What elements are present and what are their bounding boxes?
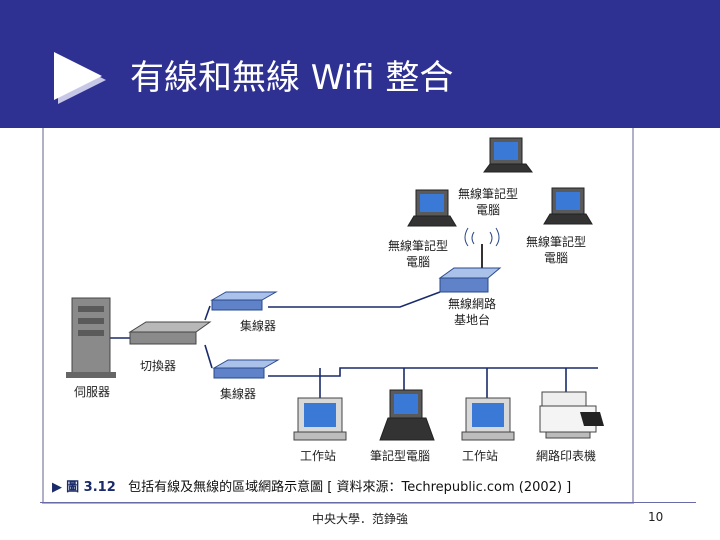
workstation-1-icon	[293, 397, 347, 441]
label-laptop-top: 無線筆記型 電腦	[458, 187, 519, 217]
server-icon	[66, 297, 116, 378]
label-switch: 切換器	[140, 359, 177, 373]
caption-marker-icon: ▶	[52, 480, 62, 495]
figure-caption: ▶ 圖 3.12 包括有線及無線的區域網路示意圖 [ 資料來源：Techrepu…	[52, 476, 571, 495]
label-laptop-right: 無線筆記型 電腦	[526, 235, 587, 265]
workstation-2-icon	[461, 397, 515, 441]
access-point-icon	[438, 227, 502, 293]
slide-header	[0, 0, 720, 128]
figure-frame	[42, 128, 634, 504]
label-hub-lower: 集線器	[220, 387, 257, 401]
laptop-left-icon	[407, 189, 457, 227]
laptop-right-icon	[543, 187, 593, 225]
label-access-point: 無線網路 基地台	[448, 297, 497, 327]
slide-title: 有線和無線 Wifi 整合	[130, 58, 454, 98]
figure-number: 圖 3.12	[66, 480, 116, 495]
page-number: 10	[648, 510, 664, 524]
hub-upper-ap-link	[268, 291, 441, 308]
laptop-top-icon	[483, 137, 533, 173]
switch-hub-lower-link	[204, 344, 213, 369]
hub-upper-icon	[210, 291, 278, 311]
label-notebook: 筆記型電腦	[370, 449, 431, 463]
switch-icon	[128, 321, 212, 345]
caption-text: 包括有線及無線的區域網路示意圖 [ 資料來源：Techrepublic.com …	[128, 480, 572, 495]
label-laptop-left: 無線筆記型 電腦	[388, 239, 449, 269]
title-arrow-icon	[54, 52, 106, 104]
label-workstation-1: 工作站	[300, 449, 337, 463]
label-hub-upper: 集線器	[240, 319, 277, 333]
label-workstation-2: 工作站	[462, 449, 499, 463]
notebook-icon	[379, 389, 435, 441]
footer-divider	[40, 502, 696, 503]
footer-author: 中央大學．范錚強	[311, 512, 408, 526]
printer-icon	[539, 391, 604, 439]
hub-lower-icon	[212, 359, 280, 379]
label-server: 伺服器	[74, 385, 111, 399]
hub-lower-backbone	[268, 367, 598, 377]
label-printer: 網路印表機	[536, 449, 597, 463]
switch-hub-upper-link	[204, 305, 211, 321]
